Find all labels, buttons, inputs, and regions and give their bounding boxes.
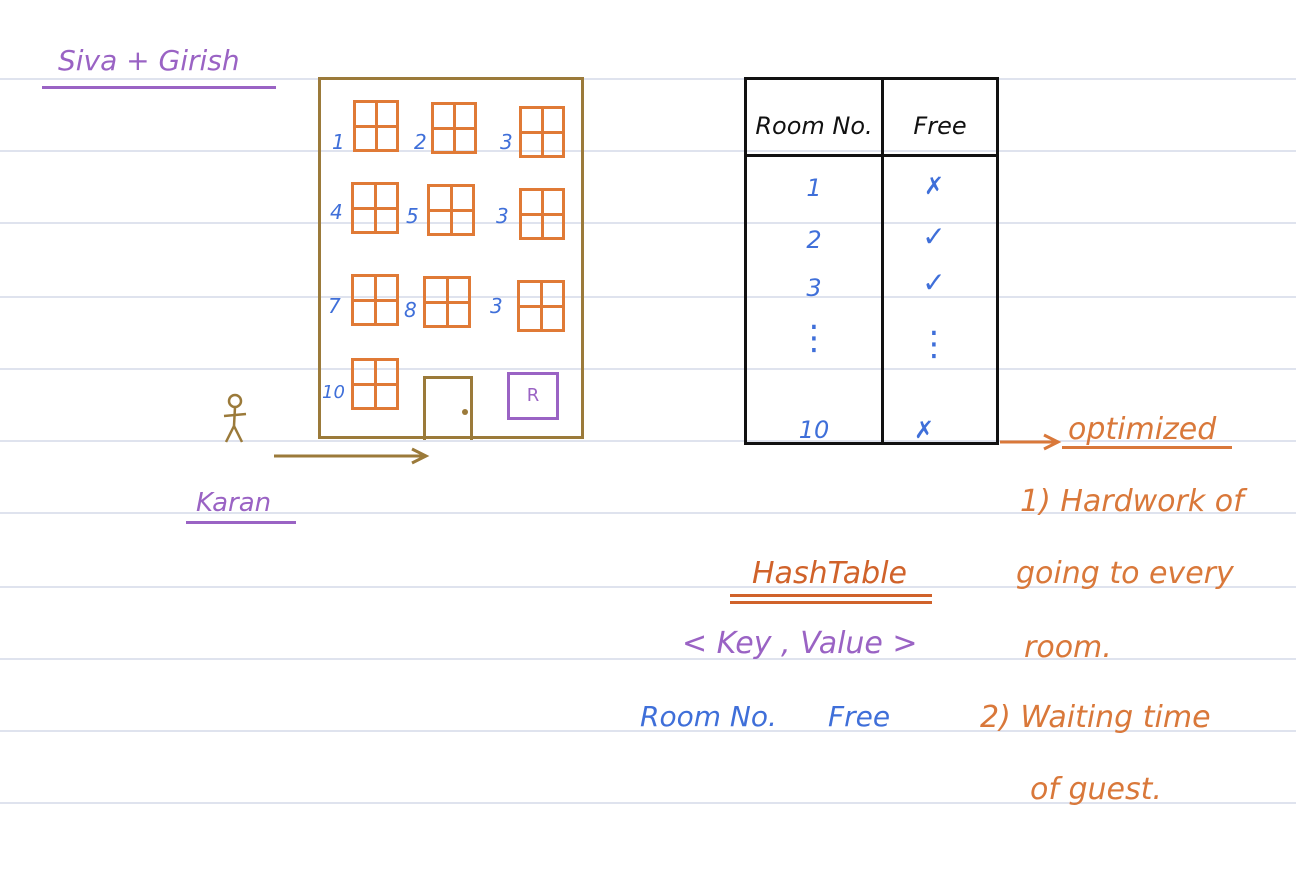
table-cell-free: ✗ <box>923 172 945 200</box>
optimized-underline <box>1062 446 1232 449</box>
room-number: 3 <box>490 294 503 318</box>
table-header-room: Room No. <box>755 112 873 140</box>
hashtable-underline <box>730 601 932 604</box>
table-cell-room: ⋮ <box>797 318 831 358</box>
names-underline <box>42 86 276 89</box>
hotel-building: R <box>318 77 584 440</box>
room-number: 5 <box>406 204 419 228</box>
room-number: 1 <box>332 130 345 154</box>
table-cell-free: ✓ <box>922 220 946 253</box>
note-point2: 2) Waiting time <box>980 700 1211 735</box>
room-number: 4 <box>330 200 343 224</box>
hashtable-title: HashTable <box>752 556 907 591</box>
room-number: 3 <box>500 130 513 154</box>
ruled-line <box>0 222 1296 224</box>
room-availability-table: Room No. Free 1 ✗ 2 ✓ 3 ✓ ⋮ ⋮ 10 ✗ <box>744 77 999 445</box>
note-point1: going to every <box>1016 556 1234 591</box>
room-window <box>351 182 399 234</box>
reception-label: R <box>526 385 540 406</box>
person-icon <box>223 393 247 443</box>
table-cell-free: ✓ <box>922 266 946 299</box>
key-value-label: < Key , Value > <box>682 626 918 661</box>
room-window <box>519 106 565 158</box>
table-cell-room: 1 <box>806 174 822 202</box>
arrow-right-icon <box>1000 433 1062 451</box>
room-window <box>351 358 399 410</box>
person-underline <box>186 521 296 524</box>
ruled-line <box>0 440 1296 442</box>
ruled-line <box>0 150 1296 152</box>
arrow-right-icon <box>274 447 430 465</box>
person-label: Karan <box>196 488 272 518</box>
optimized-label: optimized <box>1068 412 1217 447</box>
ruled-line <box>0 296 1296 298</box>
note-point1: room. <box>1024 630 1112 665</box>
note-point2: of guest. <box>1030 772 1162 807</box>
table-cell-room: 3 <box>806 274 822 302</box>
room-window <box>517 280 565 332</box>
room-window <box>351 274 399 326</box>
ruled-line <box>0 512 1296 514</box>
ruled-line <box>0 368 1296 370</box>
room-number: 3 <box>496 204 509 228</box>
room-window <box>519 188 565 240</box>
entrance-door <box>423 376 473 440</box>
reception-box: R <box>507 372 559 420</box>
room-number: 8 <box>404 298 417 322</box>
ruled-line <box>0 730 1296 732</box>
room-window <box>427 184 475 236</box>
table-header-free: Free <box>913 112 967 140</box>
names-label: Siva + Girish <box>58 44 240 77</box>
room-window <box>423 276 471 328</box>
hashtable-underline <box>730 594 932 597</box>
key-example-label: Room No. <box>640 700 777 733</box>
door-knob <box>462 409 468 415</box>
room-number: 7 <box>328 294 341 318</box>
table-cell-free: ✗ <box>913 416 935 444</box>
ruled-line <box>0 802 1296 804</box>
table-divider <box>881 80 884 442</box>
ruled-line <box>0 78 1296 80</box>
table-header-divider <box>747 154 996 157</box>
room-window <box>431 102 477 154</box>
room-window <box>353 100 399 152</box>
table-cell-free: ⋮ <box>917 324 951 364</box>
room-number: 10 <box>322 382 345 403</box>
value-example-label: Free <box>828 700 891 733</box>
ruled-line <box>0 658 1296 660</box>
table-cell-room: 2 <box>806 226 822 254</box>
table-cell-room: 10 <box>798 416 830 444</box>
note-point1: 1) Hardwork of <box>1020 484 1244 519</box>
ruled-line <box>0 586 1296 588</box>
room-number: 2 <box>414 130 427 154</box>
